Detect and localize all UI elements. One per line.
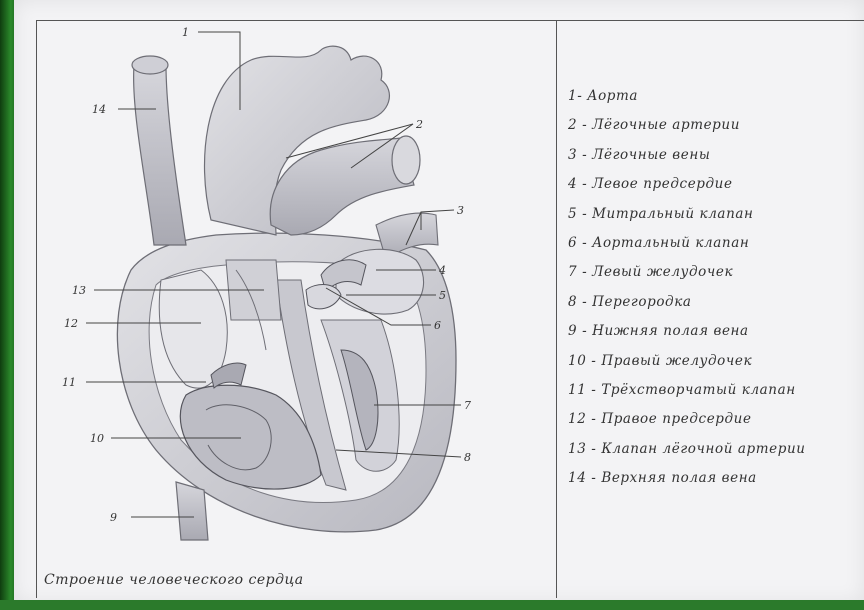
label-7: 7 (464, 399, 471, 412)
label-9: 9 (110, 511, 117, 524)
drawing-caption: Строение человеческого сердца (44, 572, 304, 588)
label-13: 13 (72, 284, 86, 297)
legend-item-2: 2 - Лёгочные артерии (568, 111, 858, 140)
heart-illustration: 1 2 3 4 5 6 7 8 9 10 11 12 13 14 (36, 20, 556, 598)
label-5: 5 (439, 289, 446, 302)
legend-item-12: 12 - Правое предсердие (568, 405, 858, 434)
label-3: 3 (457, 204, 464, 217)
label-8: 8 (464, 451, 471, 464)
legend: 1- Аорта 2 - Лёгочные артерии 3 - Лёгочн… (568, 82, 858, 493)
legend-item-9: 9 - Нижняя полая вена (568, 317, 858, 346)
legend-item-6: 6 - Аортальный клапан (568, 229, 858, 258)
legend-item-3: 3 - Лёгочные вены (568, 141, 858, 170)
legend-item-10: 10 - Правый желудочек (568, 347, 858, 376)
label-6: 6 (434, 319, 441, 332)
legend-item-8: 8 - Перегородка (568, 288, 858, 317)
label-10: 10 (90, 432, 104, 445)
legend-item-7: 7 - Левый желудочек (568, 258, 858, 287)
legend-item-4: 4 - Левое предсердие (568, 170, 858, 199)
svc-opening (132, 56, 168, 74)
label-4: 4 (438, 264, 446, 277)
legend-item-14: 14 - Верхняя полая вена (568, 464, 858, 493)
legend-item-13: 13 - Клапан лёгочной артерии (568, 435, 858, 464)
label-1: 1 (182, 26, 189, 39)
inferior-vena-cava (176, 482, 208, 540)
legend-item-11: 11 - Трёхстворчатый клапан (568, 376, 858, 405)
label-11: 11 (62, 376, 76, 389)
legend-item-5: 5 - Митральный клапан (568, 200, 858, 229)
legend-divider (556, 20, 557, 598)
label-2: 2 (415, 118, 423, 131)
heart-drawing: 1 2 3 4 5 6 7 8 9 10 11 12 13 14 (36, 20, 556, 598)
legend-item-1: 1- Аорта (568, 82, 858, 111)
label-14: 14 (92, 103, 106, 116)
superior-vena-cava (134, 65, 186, 245)
frame-bottom-band (0, 600, 864, 610)
pulmonary-opening (392, 136, 420, 184)
label-12: 12 (64, 317, 78, 330)
